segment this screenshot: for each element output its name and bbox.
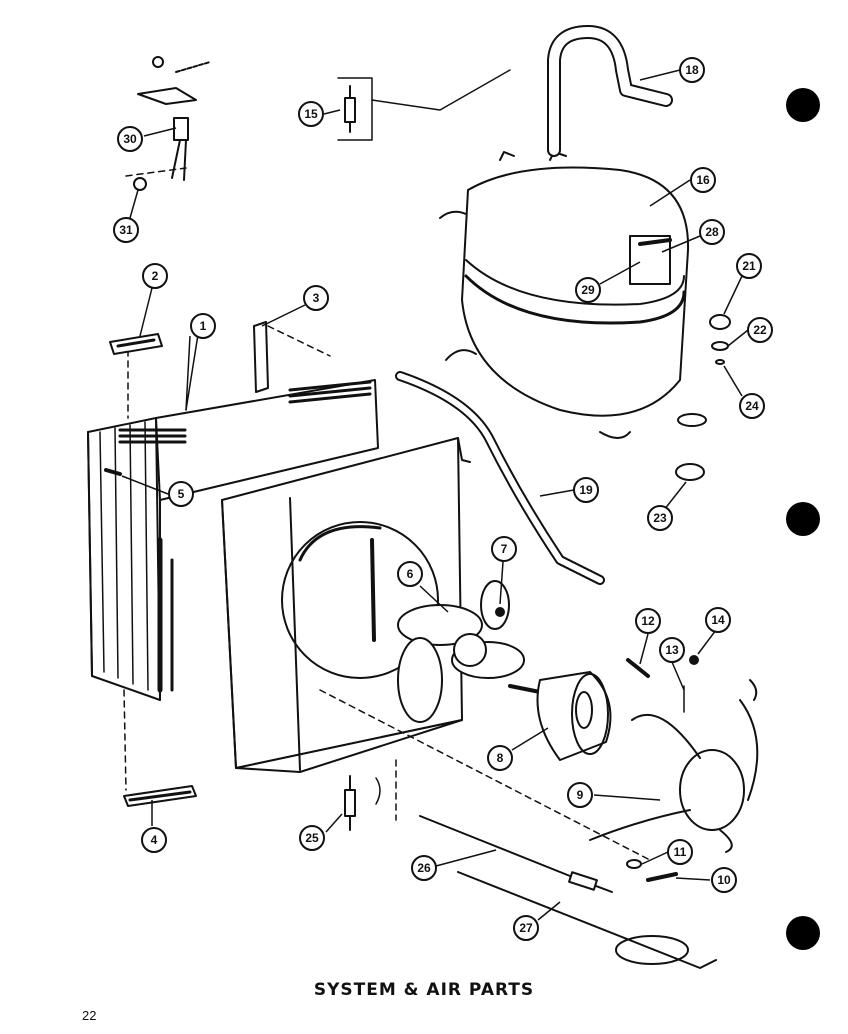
svg-text:4: 4 bbox=[151, 833, 158, 847]
callout-18: 18 bbox=[679, 57, 705, 83]
svg-text:8: 8 bbox=[497, 751, 504, 765]
callout-5: 5 bbox=[168, 481, 194, 507]
svg-text:25: 25 bbox=[305, 831, 319, 845]
callout-21: 21 bbox=[736, 253, 762, 279]
fan-motor bbox=[508, 671, 612, 761]
svg-text:2: 2 bbox=[152, 269, 159, 283]
assembly-lines bbox=[125, 167, 651, 861]
svg-text:29: 29 bbox=[581, 283, 595, 297]
side-bracket bbox=[253, 321, 331, 393]
svg-text:27: 27 bbox=[519, 921, 533, 935]
callout-8: 8 bbox=[487, 745, 513, 771]
svg-text:18: 18 bbox=[685, 63, 699, 77]
svg-text:9: 9 bbox=[577, 788, 584, 802]
callout-22: 22 bbox=[747, 317, 773, 343]
callout-12: 12 bbox=[635, 608, 661, 634]
suction-tube bbox=[395, 371, 605, 585]
callout-15: 15 bbox=[298, 101, 324, 127]
callout-28: 28 bbox=[699, 219, 725, 245]
callout-27: 27 bbox=[513, 915, 539, 941]
svg-text:19: 19 bbox=[579, 483, 593, 497]
callout-3: 3 bbox=[303, 285, 329, 311]
compressor bbox=[439, 151, 690, 439]
svg-text:22: 22 bbox=[753, 323, 767, 337]
svg-text:10: 10 bbox=[717, 873, 731, 887]
binding-hole-bottom bbox=[786, 916, 820, 950]
svg-text:14: 14 bbox=[711, 613, 725, 627]
callout-30: 30 bbox=[117, 126, 143, 152]
drier-top bbox=[337, 69, 511, 141]
svg-text:24: 24 bbox=[745, 399, 759, 413]
svg-text:21: 21 bbox=[742, 259, 756, 273]
mounting-grommets bbox=[675, 314, 731, 481]
svg-text:28: 28 bbox=[705, 225, 719, 239]
callout-26: 26 bbox=[411, 855, 437, 881]
callout-1: 1 bbox=[190, 313, 216, 339]
svg-text:15: 15 bbox=[304, 107, 318, 121]
bracket-bottom bbox=[123, 689, 197, 807]
svg-text:7: 7 bbox=[501, 542, 508, 556]
svg-text:3: 3 bbox=[313, 291, 320, 305]
callout-14: 14 bbox=[705, 607, 731, 633]
diagram-caption: SYSTEM & AIR PARTS bbox=[313, 980, 535, 1000]
callout-13: 13 bbox=[659, 637, 685, 663]
capillary-tube bbox=[419, 815, 717, 969]
svg-text:11: 11 bbox=[674, 845, 687, 859]
callout-31: 31 bbox=[113, 217, 139, 243]
svg-text:1: 1 bbox=[200, 319, 207, 333]
fan-blade bbox=[397, 580, 525, 723]
callout-leaders bbox=[121, 69, 749, 921]
svg-text:30: 30 bbox=[123, 132, 137, 146]
bracket-top bbox=[109, 333, 163, 355]
callout-4: 4 bbox=[141, 827, 167, 853]
callout-29: 29 bbox=[575, 277, 601, 303]
callout-10: 10 bbox=[711, 867, 737, 893]
callout-7: 7 bbox=[491, 536, 517, 562]
callout-2: 2 bbox=[142, 263, 168, 289]
svg-text:13: 13 bbox=[665, 643, 679, 657]
svg-text:12: 12 bbox=[641, 614, 655, 628]
motor-mount bbox=[589, 679, 759, 853]
fasteners bbox=[104, 468, 699, 882]
callout-25: 25 bbox=[299, 825, 325, 851]
terminal-clip bbox=[133, 56, 211, 191]
callout-23: 23 bbox=[647, 505, 673, 531]
callout-24: 24 bbox=[739, 393, 765, 419]
page-number: 22 bbox=[82, 1008, 97, 1023]
callout-19: 19 bbox=[573, 477, 599, 503]
discharge-tube bbox=[547, 25, 673, 157]
callout-16: 16 bbox=[690, 167, 716, 193]
callout-9: 9 bbox=[567, 782, 593, 808]
binding-hole-middle bbox=[786, 502, 820, 536]
svg-text:16: 16 bbox=[696, 173, 710, 187]
svg-text:23: 23 bbox=[653, 511, 667, 525]
svg-text:6: 6 bbox=[407, 567, 414, 581]
callout-11: 11 bbox=[667, 839, 693, 865]
binding-hole-top bbox=[786, 88, 820, 122]
svg-text:5: 5 bbox=[178, 487, 185, 501]
svg-text:26: 26 bbox=[417, 861, 431, 875]
drier-bottom bbox=[344, 775, 381, 831]
callout-6: 6 bbox=[397, 561, 423, 587]
svg-text:31: 31 bbox=[119, 223, 133, 237]
condenser-coil bbox=[87, 321, 379, 701]
